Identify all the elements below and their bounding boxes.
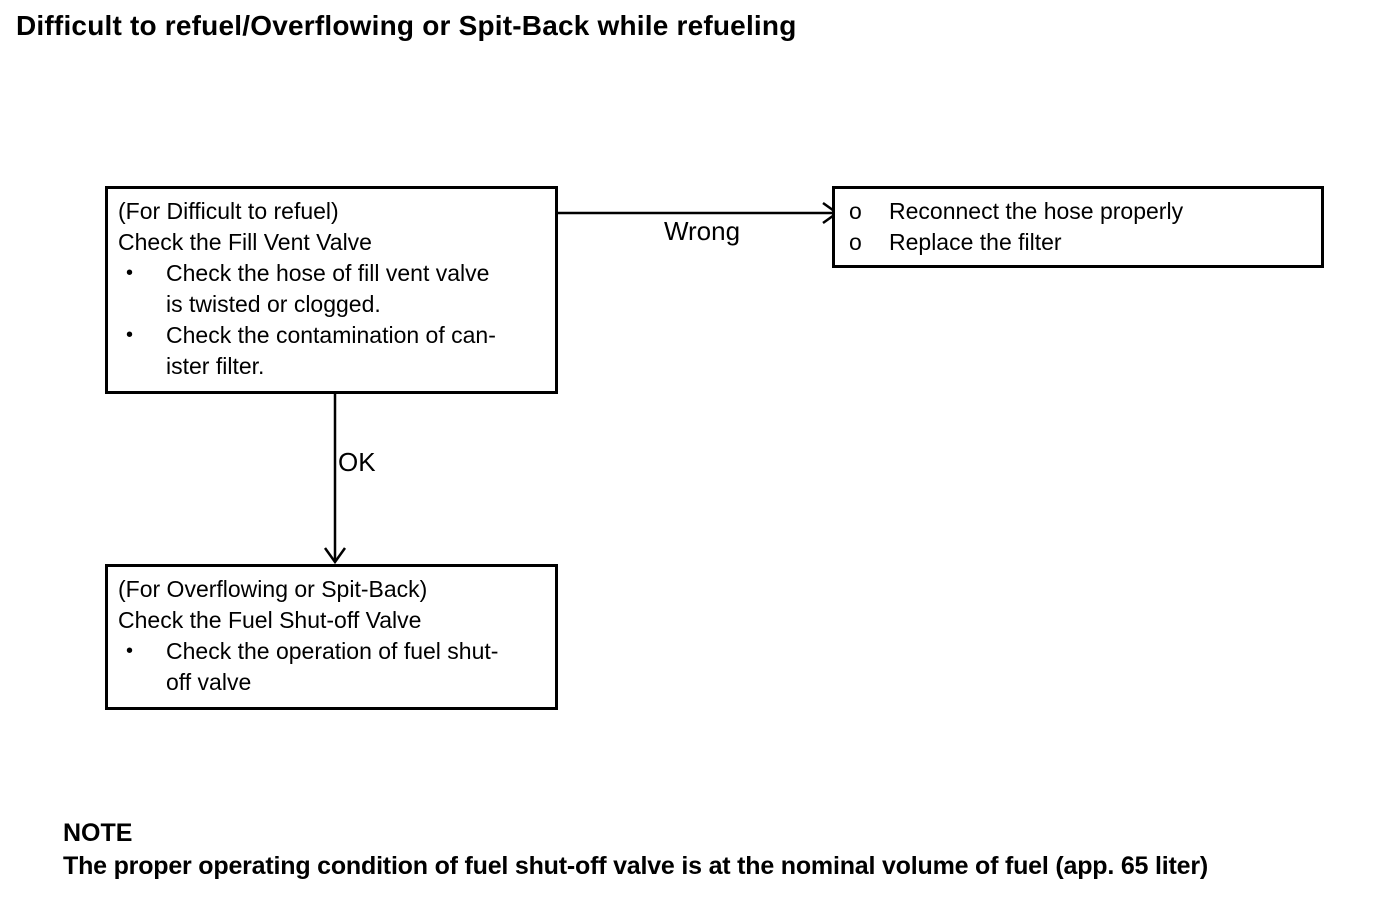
bullet-icon: • [126,324,134,346]
remedy-item-replace-text: Replace the filter [889,229,1062,255]
fill-vent-header-condition: (For Difficult to refuel) [118,198,339,224]
page-title: Difficult to refuel/Overflowing or Spit-… [16,10,797,41]
ok-arrow [323,393,347,565]
flow-box-fill-vent-valve: (For Difficult to refuel) Check the Fill… [105,186,558,394]
flow-box-remedy: o Reconnect the hose properly o Replace … [832,186,1324,268]
bullet-icon: o [849,229,862,255]
remedy-item-reconnect: o Reconnect the hose properly [845,196,1311,227]
shutoff-bullet-operation-text: Check the operation of fuel shut- off va… [166,638,499,695]
fill-vent-bullet-hose-text: Check the hose of fill vent valve is twi… [166,260,490,317]
note-block: NOTE The proper operating condition of f… [63,818,1373,881]
bullet-icon: • [126,640,134,662]
fill-vent-bullet-canister: • Check the contamination of can- ister … [118,320,545,382]
note-text: The proper operating condition of fuel s… [63,852,1208,880]
shutoff-bullet-operation: • Check the operation of fuel shut- off … [118,636,545,698]
remedy-item-reconnect-text: Reconnect the hose properly [889,198,1184,224]
note-label: NOTE [63,819,133,847]
wrong-arrow-label: Wrong [663,216,741,246]
fill-vent-bullet-hose: • Check the hose of fill vent valve is t… [118,258,545,320]
fill-vent-bullet-canister-text: Check the contamination of can- ister fi… [166,322,496,379]
remedy-item-replace: o Replace the filter [845,227,1311,258]
bullet-icon: • [126,262,134,284]
shutoff-header-condition: (For Overflowing or Spit-Back) [118,576,428,602]
shutoff-header-action: Check the Fuel Shut-off Valve [118,607,422,633]
flow-box-fuel-shutoff-valve: (For Overflowing or Spit-Back) Check the… [105,564,558,710]
bullet-icon: o [849,198,862,224]
fill-vent-header-action: Check the Fill Vent Valve [118,229,372,255]
ok-arrow-label: OK [338,447,376,477]
